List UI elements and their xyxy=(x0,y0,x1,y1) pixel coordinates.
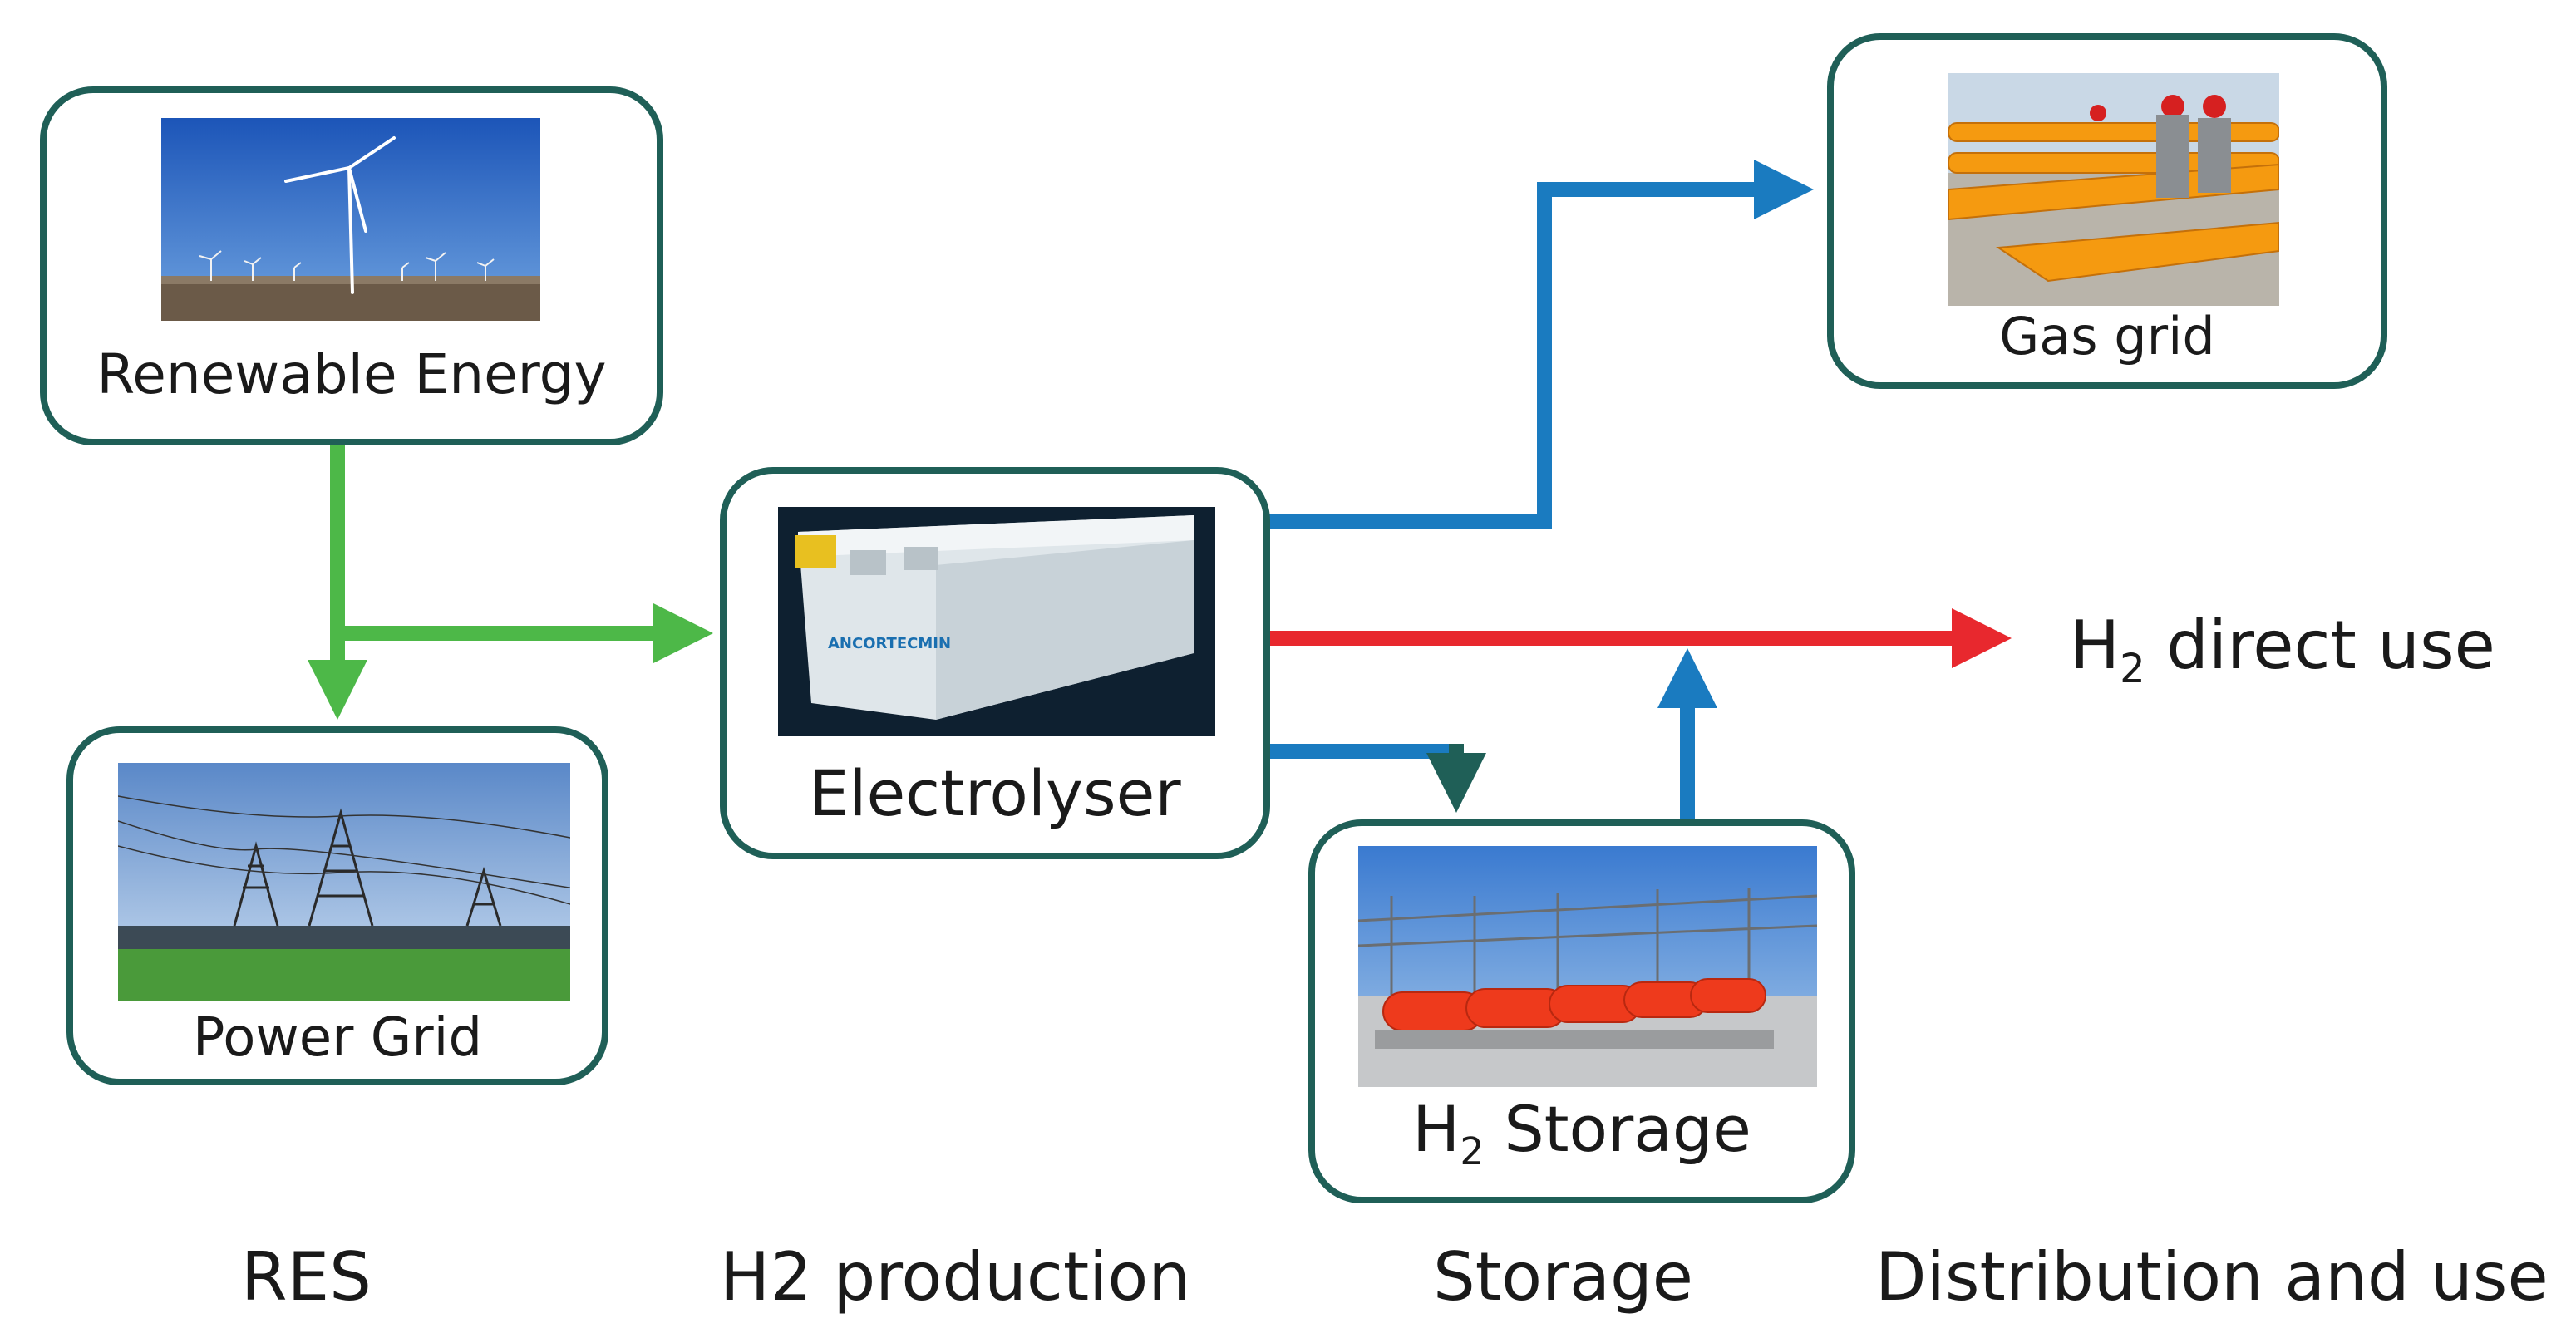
node-gas-grid: Gas grid xyxy=(1827,33,2387,389)
node-h2-direct-use: H2 direct use xyxy=(2070,607,2495,689)
label-prefix: H xyxy=(1412,1092,1460,1166)
label-subscript: 2 xyxy=(2120,645,2145,692)
node-label: Gas grid xyxy=(1999,306,2215,366)
node-electrolyser: ANCORTECMIN Electrolyser xyxy=(720,467,1270,859)
node-label: Electrolyser xyxy=(809,756,1181,830)
node-label: Renewable Energy xyxy=(96,342,607,406)
electrolyser-logo-text: ANCORTECMIN xyxy=(828,635,951,652)
stage-label-res: RES xyxy=(241,1238,372,1316)
stage-label-distribution: Distribution and use xyxy=(1875,1238,2549,1316)
label-suffix: Storage xyxy=(1484,1092,1751,1166)
label-prefix: H xyxy=(2070,607,2120,684)
stage-label-h2-production: H2 production xyxy=(720,1238,1191,1316)
wind-turbine-photo xyxy=(161,118,540,321)
node-h2-storage: H2 Storage xyxy=(1308,819,1855,1203)
node-label: Power Grid xyxy=(192,1007,483,1069)
power-lines-photo xyxy=(118,763,570,1001)
node-renewable-energy: Renewable Energy xyxy=(40,86,663,445)
label-suffix: direct use xyxy=(2145,607,2495,684)
label-subscript: 2 xyxy=(1460,1129,1485,1173)
gas-pipeline-photo xyxy=(1948,73,2279,306)
flow-electrolyser-to-gas-grid xyxy=(1267,160,1814,529)
node-label: H2 Storage xyxy=(1315,1092,1849,1170)
storage-tanks-photo xyxy=(1358,846,1817,1087)
electrolyser-container-photo: ANCORTECMIN xyxy=(778,507,1215,736)
node-power-grid: Power Grid xyxy=(66,726,608,1085)
stage-label-storage: Storage xyxy=(1433,1238,1694,1316)
